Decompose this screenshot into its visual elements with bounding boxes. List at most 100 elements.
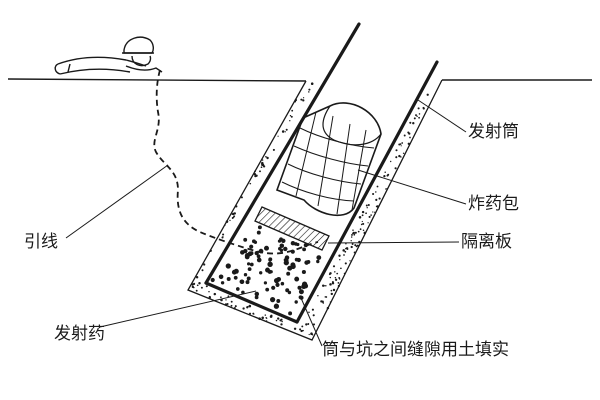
soil-dot — [395, 156, 398, 159]
soil-dot — [338, 254, 341, 257]
soil-dot — [413, 117, 416, 120]
soil-dot — [398, 154, 401, 158]
propellant-pellet — [290, 263, 296, 270]
label-propellant: 发射药 — [54, 324, 105, 344]
propellant-pellet — [246, 276, 251, 281]
propellant-pellet — [256, 254, 261, 259]
propellant-pellet — [286, 271, 291, 276]
soil-dot — [321, 300, 324, 303]
propellant-pellet — [256, 257, 262, 263]
soil-dot — [337, 282, 340, 284]
soil-dot — [285, 128, 288, 131]
soil-dot — [334, 278, 338, 281]
soil-dot — [367, 203, 370, 207]
label-launch-tube: 发射筒 — [468, 122, 519, 142]
propellant-pellet — [290, 241, 296, 246]
pit-outline — [187, 79, 443, 341]
soil-dot — [324, 296, 327, 298]
propellant-pellet — [247, 251, 253, 257]
launch-tube-walls — [204, 22, 439, 324]
soil-dot — [191, 285, 194, 289]
soil-dot — [412, 122, 415, 125]
soil-dot — [308, 88, 311, 91]
ground-line — [7, 78, 592, 82]
soil-dot — [242, 307, 245, 310]
soil-dot — [365, 204, 368, 207]
soil-dot — [329, 276, 332, 279]
soil-dot — [326, 306, 330, 310]
soil-dot — [336, 272, 339, 275]
label-backfill-note: 筒与坑之间缝隙用土填实 — [322, 340, 509, 360]
soil-dot — [354, 231, 357, 234]
soil-dot — [367, 222, 369, 224]
soil-dot — [403, 134, 406, 137]
soil-dot — [253, 173, 257, 176]
soil-dot — [203, 263, 206, 266]
soil-dot — [265, 320, 268, 322]
soil-dot — [261, 163, 265, 167]
soil-dot — [200, 286, 203, 289]
propellant-pellet — [259, 271, 263, 275]
propellant-pellet — [210, 277, 215, 283]
soil-dot — [375, 191, 377, 193]
soil-dot — [201, 269, 204, 272]
explosive-pack-drawing — [275, 102, 382, 217]
soil-dot — [386, 188, 388, 190]
soil-dot — [390, 160, 392, 163]
soil-dot — [275, 319, 278, 322]
soil-dot — [416, 115, 418, 118]
propellant-pellet — [294, 276, 300, 282]
soil-dot — [334, 276, 337, 279]
soil-dot — [330, 289, 333, 292]
propellant-pellet — [243, 237, 248, 242]
soil-dot — [248, 312, 252, 315]
propellant-pellet — [220, 281, 225, 285]
soil-dot — [222, 236, 224, 238]
soil-dot — [359, 228, 362, 231]
soil-dot — [260, 166, 263, 169]
soil-dot — [305, 323, 308, 326]
propellant-pellet — [267, 261, 273, 267]
propellant-pellet — [302, 247, 307, 252]
propellant-pellet — [276, 276, 282, 282]
propellant-pellet — [316, 255, 322, 260]
soil-dot — [422, 106, 425, 109]
soil-dot — [366, 207, 368, 209]
soil-dot — [249, 182, 252, 185]
soil-dot — [345, 243, 347, 245]
propellant-pellet — [301, 269, 306, 275]
soil-dot — [294, 100, 297, 103]
soil-dot — [317, 294, 319, 297]
soil-dot — [265, 317, 267, 319]
propellant-pellet — [270, 297, 276, 303]
soil-dot — [208, 290, 210, 293]
soil-dot — [291, 109, 294, 112]
soil-dot — [312, 314, 315, 317]
soil-dot — [418, 116, 420, 119]
soil-dot — [372, 192, 375, 196]
soil-dot — [231, 213, 234, 215]
leader-lines — [65, 99, 467, 347]
soil-dot — [375, 198, 378, 201]
soil-dot — [400, 145, 402, 147]
fuse-wire-path — [153, 69, 319, 255]
soil-dot — [361, 210, 365, 214]
soil-dot — [300, 329, 303, 333]
soil-dot — [340, 267, 342, 270]
soil-dot — [351, 243, 354, 245]
soil-dot — [222, 233, 225, 236]
soil-dot — [352, 229, 354, 231]
propellant-pellet — [265, 287, 270, 292]
soil-dot — [264, 314, 267, 316]
soil-dot — [272, 148, 275, 151]
propellant-pellet — [316, 259, 320, 264]
soil-dot — [301, 325, 304, 328]
soil-dot — [400, 156, 402, 158]
propellant-pellet — [268, 257, 273, 262]
propellant-pellet — [235, 287, 240, 291]
soil-dot — [345, 247, 349, 250]
soil-dot — [277, 135, 279, 137]
propellant-pellets — [210, 225, 322, 316]
soil-dot — [387, 173, 390, 176]
propellant-pellet — [225, 263, 231, 269]
